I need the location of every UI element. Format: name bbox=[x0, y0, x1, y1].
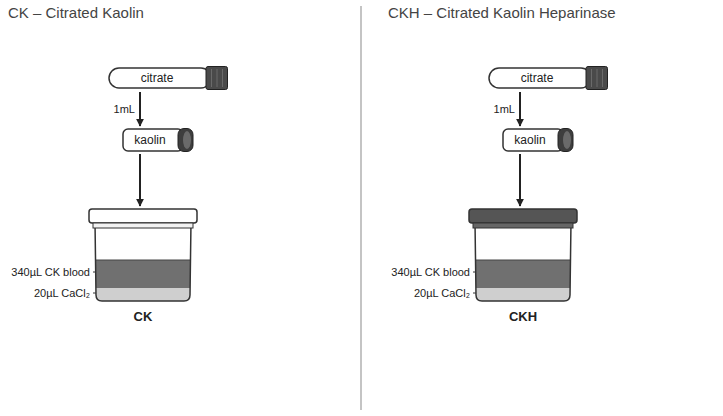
cup-outline bbox=[88, 208, 198, 304]
panel-title: CK – Citrated Kaolin bbox=[8, 4, 144, 21]
volume-label: 1mL bbox=[494, 103, 515, 115]
layer-label: 20µL CaCl₂ bbox=[414, 287, 470, 299]
flow-arrow bbox=[519, 92, 521, 126]
flow-arrow bbox=[519, 154, 521, 206]
cup-outline bbox=[468, 208, 578, 304]
volume-label: 1mL bbox=[114, 103, 135, 115]
layer-label: 340µL CK blood bbox=[11, 266, 90, 278]
flow-arrow bbox=[139, 154, 141, 206]
container-label: kaolin bbox=[502, 133, 558, 147]
container-label: citrate bbox=[108, 71, 206, 85]
citrate-tube: citrate bbox=[488, 66, 608, 90]
layer-label: 20µL CaCl₂ bbox=[34, 287, 90, 299]
cup-label: CK bbox=[88, 309, 198, 324]
cup-label: CKH bbox=[468, 309, 578, 324]
test-cup: CK bbox=[88, 208, 198, 328]
kaolin-vial: kaolin bbox=[122, 128, 194, 152]
kaolin-vial: kaolin bbox=[502, 128, 574, 152]
panel-divider bbox=[360, 6, 362, 410]
flow-arrow bbox=[139, 92, 141, 126]
container-label: kaolin bbox=[122, 133, 178, 147]
test-cup: CKH bbox=[468, 208, 578, 328]
citrate-tube: citrate bbox=[108, 66, 228, 90]
container-label: citrate bbox=[488, 71, 586, 85]
panel-title: CKH – Citrated Kaolin Heparinase bbox=[388, 4, 616, 21]
layer-label: 340µL CK blood bbox=[391, 266, 470, 278]
